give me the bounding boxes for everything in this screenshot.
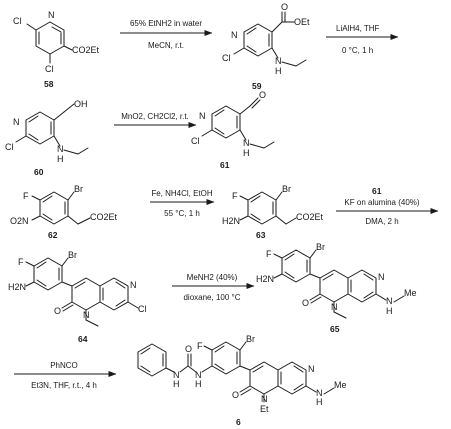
compound-number-6: 6 bbox=[236, 417, 241, 427]
condition-text: Et3N, THF, r.t., 4 h bbox=[31, 381, 97, 390]
atom-o: O bbox=[54, 306, 61, 316]
compound-number-58: 58 bbox=[44, 79, 54, 89]
atom-n: N bbox=[386, 296, 393, 306]
atom-o: O bbox=[232, 390, 239, 400]
atom-n: N bbox=[130, 280, 137, 290]
atom-f: F bbox=[266, 249, 272, 259]
atom-n: N bbox=[13, 117, 20, 127]
atom-h: H bbox=[173, 379, 180, 389]
atom-br: Br bbox=[74, 184, 83, 194]
atom-br: Br bbox=[68, 250, 77, 260]
atom-n: N bbox=[308, 364, 315, 374]
atom-h: H bbox=[57, 154, 64, 164]
condition-text: KF on alumina (40%) bbox=[344, 198, 419, 207]
atom-br: Br bbox=[246, 334, 255, 344]
atom-o: O bbox=[259, 90, 266, 100]
compound-number-65: 65 bbox=[330, 324, 340, 334]
atom-n: N bbox=[316, 388, 323, 398]
atom-n: N bbox=[199, 111, 206, 121]
atom-h: H bbox=[386, 306, 393, 316]
atom-et: Et bbox=[260, 404, 269, 414]
compound-58-structure: N Cl Cl CO2Et bbox=[13, 10, 100, 74]
atom-h: H bbox=[316, 397, 323, 407]
condition-text: PhNCO bbox=[50, 361, 78, 370]
atom-o: O bbox=[185, 344, 192, 354]
atom-n: N bbox=[83, 310, 90, 320]
atom-cl: Cl bbox=[222, 53, 231, 63]
reagent-compound-61: 61 bbox=[372, 186, 382, 196]
atom-cl: Cl bbox=[13, 16, 22, 26]
atom-oet: OEt bbox=[294, 17, 310, 27]
atom-n: N bbox=[378, 272, 385, 282]
atom-cl: Cl bbox=[138, 304, 147, 314]
atom-h: H bbox=[243, 148, 250, 158]
atom-oh: OH bbox=[74, 99, 88, 109]
atom-n: N bbox=[173, 370, 180, 380]
atom-h: H bbox=[195, 379, 202, 389]
condition-text: 65% EtNH2 in water bbox=[130, 19, 202, 28]
atom-n: N bbox=[331, 302, 338, 312]
atom-n: N bbox=[48, 10, 55, 20]
atom-n: N bbox=[243, 138, 250, 148]
atom-me: Me bbox=[334, 380, 347, 390]
compound-number-63: 63 bbox=[256, 230, 266, 240]
condition-text: MnO2, CH2Cl2, r.t. bbox=[121, 112, 189, 121]
compound-number-62: 62 bbox=[48, 230, 58, 240]
compound-61-structure: N O Cl N H bbox=[191, 90, 275, 158]
atom-n: N bbox=[57, 144, 64, 154]
atom-br: Br bbox=[316, 242, 325, 252]
compound-number-61: 61 bbox=[220, 160, 230, 170]
condition-text: dioxane, 100 °C bbox=[183, 293, 240, 302]
compound-62-structure: Br F O2N CO2Et bbox=[10, 184, 118, 226]
compound-number-64: 64 bbox=[78, 334, 88, 344]
compound-59-structure: N Cl O OEt N H bbox=[222, 2, 310, 76]
atom-co2et: CO2Et bbox=[296, 212, 324, 222]
atom-h2n: H2N bbox=[222, 216, 240, 226]
compound-6-structure: O N H N H F Br O N Et N N H Me bbox=[137, 334, 347, 414]
atom-o: O bbox=[302, 298, 309, 308]
atom-o: O bbox=[281, 2, 288, 12]
atom-br: Br bbox=[282, 184, 291, 194]
condition-text: 0 °C, 1 h bbox=[342, 46, 373, 55]
atom-n: N bbox=[195, 370, 202, 380]
compound-63-structure: Br F H2N CO2Et bbox=[222, 184, 324, 226]
atom-co2et: CO2Et bbox=[72, 45, 100, 55]
atom-o2n: O2N bbox=[10, 216, 29, 226]
compound-65-structure: Br F H2N O N N N H Me bbox=[256, 242, 417, 319]
condition-text: DMA, 2 h bbox=[365, 217, 398, 226]
atom-cl: Cl bbox=[45, 64, 54, 74]
atom-f: F bbox=[23, 191, 29, 201]
atom-me: Me bbox=[404, 288, 417, 298]
compound-64-structure: Br F H2N O N N Cl bbox=[8, 250, 147, 327]
atom-h2n: H2N bbox=[8, 282, 26, 292]
atom-f: F bbox=[232, 191, 238, 201]
atom-n: N bbox=[261, 394, 268, 404]
atom-f: F bbox=[197, 341, 203, 351]
condition-text: Fe, NH4Cl, EtOH bbox=[151, 189, 213, 198]
compound-number-59: 59 bbox=[252, 81, 262, 91]
condition-text: MeNH2 (40%) bbox=[187, 273, 238, 282]
compound-number-60: 60 bbox=[34, 167, 44, 177]
atom-f: F bbox=[18, 257, 24, 267]
atom-n: N bbox=[231, 30, 238, 40]
condition-text: 55 °C, 1 h bbox=[164, 209, 200, 218]
atom-co2et: CO2Et bbox=[90, 212, 118, 222]
atom-h: H bbox=[275, 66, 282, 76]
atom-cl: Cl bbox=[191, 136, 200, 146]
condition-text: MeCN, r.t. bbox=[148, 41, 184, 50]
condition-text: LiAlH4, THF bbox=[336, 24, 380, 33]
compound-60-structure: N OH Cl N H bbox=[5, 99, 89, 164]
atom-n: N bbox=[275, 56, 282, 66]
atom-h2n: H2N bbox=[256, 274, 274, 284]
atom-cl: Cl bbox=[5, 142, 14, 152]
